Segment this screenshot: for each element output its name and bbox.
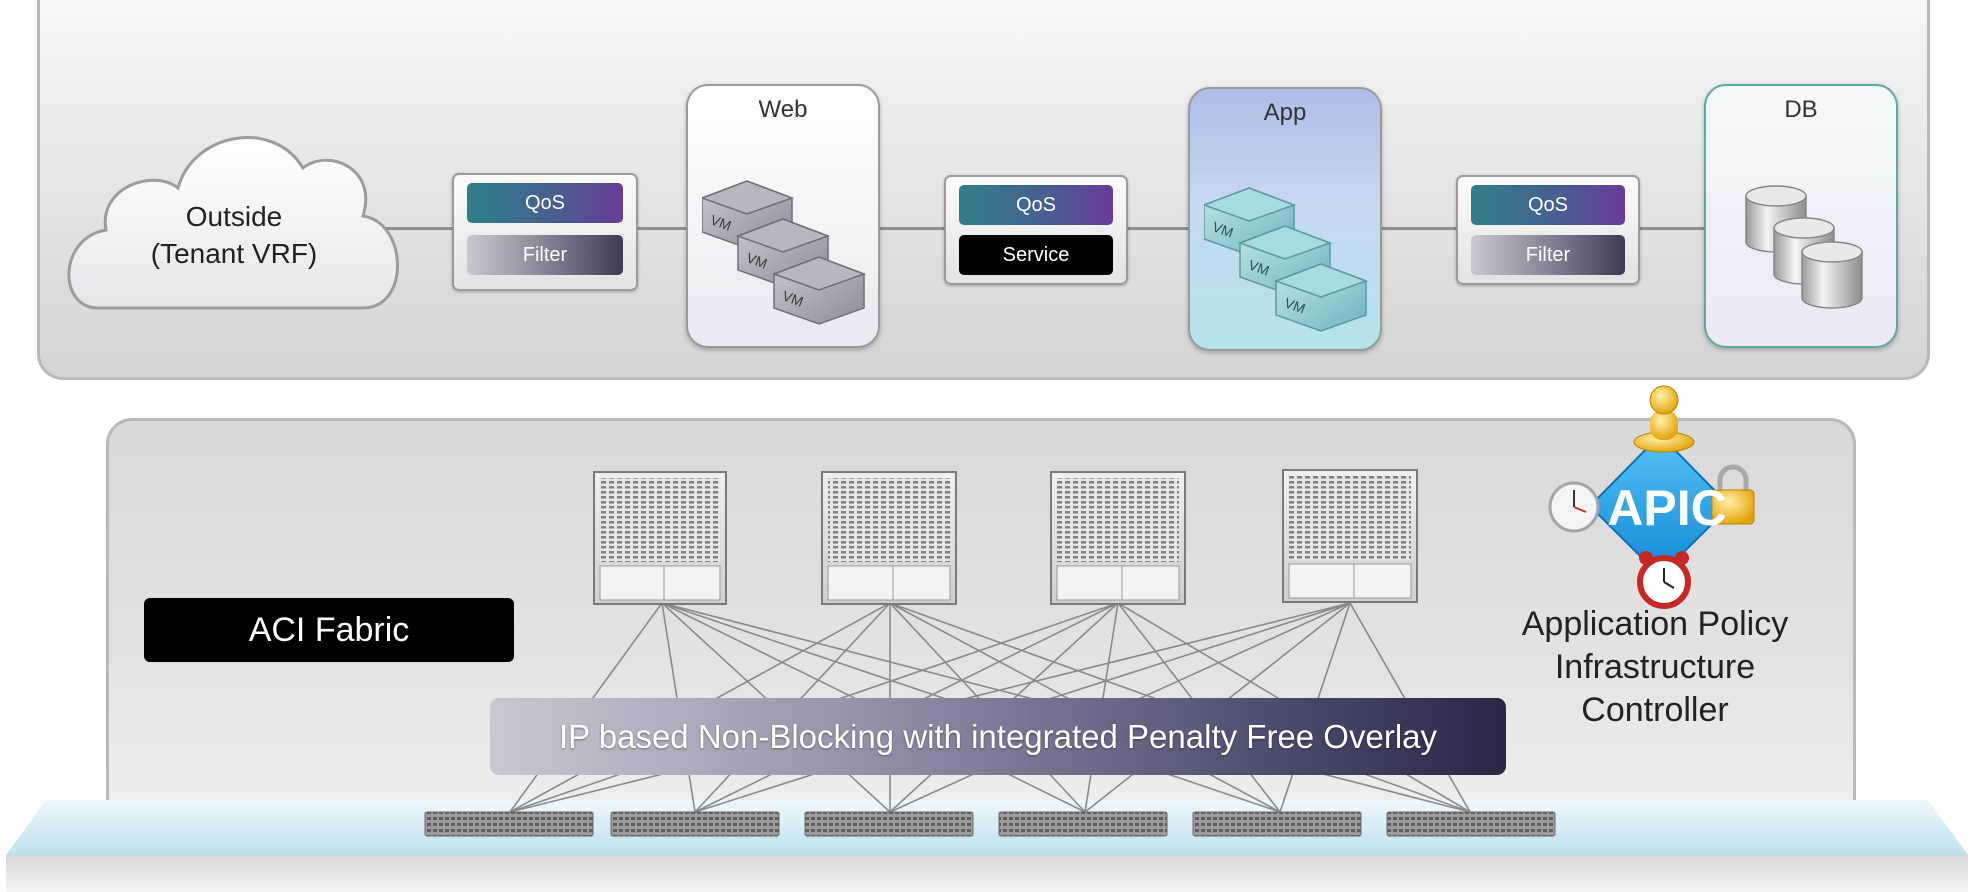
- aci-fabric-label: ACI Fabric: [144, 598, 514, 662]
- database-icon: [1801, 241, 1863, 309]
- contract-box-2[interactable]: QoS Service: [944, 175, 1128, 285]
- epg-web[interactable]: Web VM VM VM: [686, 84, 880, 348]
- epg-db[interactable]: DB: [1704, 84, 1898, 348]
- epg-app-title: App: [1263, 99, 1307, 126]
- qos-label: QoS: [1471, 185, 1625, 225]
- spine-switch-icon: [593, 471, 727, 605]
- outside-label: Outside (Tenant VRF): [58, 198, 410, 272]
- vm-label: VM: [1210, 218, 1235, 240]
- filter-label: Filter: [467, 235, 623, 275]
- apic-caption-line1: Application Policy: [1521, 605, 1789, 643]
- vm-stack: VM VM VM: [702, 180, 867, 325]
- leaf-switch-icon: [1192, 811, 1362, 837]
- vm-label: VM: [1282, 294, 1307, 316]
- link-contract3-db: [1640, 227, 1706, 230]
- service-label: Service: [959, 235, 1113, 275]
- leaf-switch-icon: [610, 811, 780, 837]
- apic-caption-line2: Infrastructure: [1554, 648, 1756, 686]
- user-icon: [1633, 385, 1695, 453]
- apic-caption: Application Policy Infrastructure Contro…: [1470, 603, 1840, 732]
- qos-label: QoS: [467, 183, 623, 223]
- vm-label: VM: [780, 287, 805, 309]
- overlay-description: IP based Non-Blocking with integrated Pe…: [490, 698, 1506, 775]
- database-stack: [1745, 185, 1863, 309]
- link-contract2-app: [1128, 227, 1188, 230]
- cloud-icon: [67, 136, 399, 310]
- vm-icon: VM: [1273, 263, 1369, 332]
- apic-logo[interactable]: APIC: [1540, 380, 1780, 610]
- leaf-switch-icon: [804, 811, 974, 837]
- vm-stack: VM VM VM: [1204, 187, 1369, 332]
- spine-switch-icon: [1282, 469, 1418, 603]
- leaf-switch-icon: [1386, 811, 1556, 837]
- leaf-switch-icon: [424, 811, 594, 837]
- filter-label: Filter: [1471, 235, 1625, 275]
- clock-icon: [1548, 481, 1600, 533]
- spine-switch-icon: [821, 471, 957, 605]
- apic-caption-line3: Controller: [1581, 691, 1729, 729]
- link-web-contract2: [880, 227, 945, 230]
- link-outside-contract1: [370, 227, 454, 230]
- contract-box-1[interactable]: QoS Filter: [452, 173, 638, 291]
- epg-db-title: DB: [1784, 96, 1818, 123]
- epg-app[interactable]: App VM VM VM: [1188, 87, 1382, 351]
- outside-label-line1: Outside: [185, 201, 283, 232]
- apic-logo-text: APIC: [1607, 480, 1726, 536]
- vm-label: VM: [708, 211, 733, 233]
- spine-switch-icon: [1050, 471, 1186, 605]
- link-contract1-web: [638, 227, 688, 230]
- lock-icon: [1711, 464, 1755, 525]
- alarm-clock-icon: [1637, 551, 1691, 609]
- leaf-switch-icon: [998, 811, 1168, 837]
- link-app-contract3: [1382, 227, 1456, 230]
- qos-label: QoS: [959, 185, 1113, 225]
- outside-label-line2: (Tenant VRF): [150, 238, 318, 269]
- contract-box-3[interactable]: QoS Filter: [1456, 175, 1640, 285]
- vm-icon: VM: [771, 256, 867, 325]
- epg-web-title: Web: [758, 96, 808, 123]
- vm-label: VM: [744, 249, 769, 271]
- vm-label: VM: [1246, 256, 1271, 278]
